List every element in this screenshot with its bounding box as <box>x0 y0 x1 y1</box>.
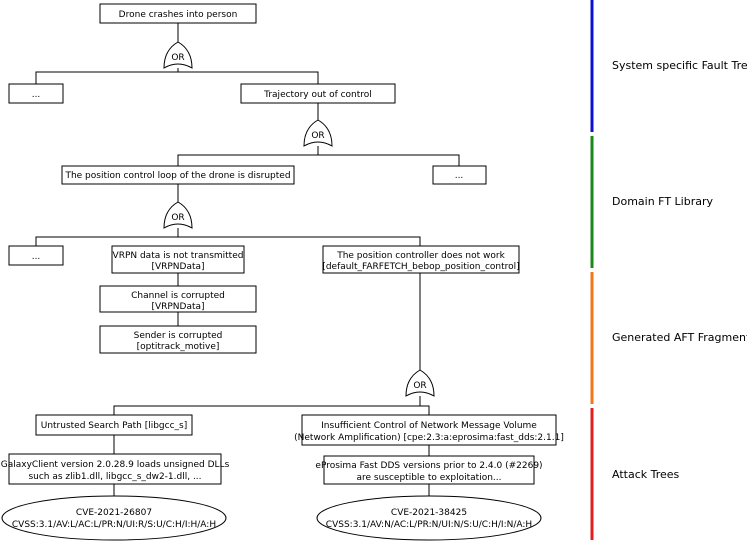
edge-gate1-to-children <box>35 68 319 84</box>
node-text-line1: CVE-2021-38425 <box>391 508 467 518</box>
gate-label: OR <box>171 53 184 63</box>
edge-gate3-to-children <box>35 228 421 246</box>
layer-attack-trees: Attack Trees <box>590 408 680 540</box>
node-vrpn: VRPN data is not transmitted [VRPNData] <box>111 245 245 274</box>
node-text-line2: [default_FARFETCH_bebop_position_control… <box>322 262 519 272</box>
node-cve-2021-38425: CVE-2021-38425 CVSS:3.1/AV:N/AC:L/PR:N/U… <box>316 495 542 541</box>
node-cve-2021-26807: CVE-2021-26807 CVSS:3.1/AV:L/AC:L/PR:N/U… <box>1 495 227 541</box>
layer-domain-ft-library: Domain FT Library <box>590 136 713 268</box>
node-text-line1: GalaxyClient version 2.0.28.9 loads unsi… <box>1 460 230 470</box>
gate-label: OR <box>413 381 426 391</box>
node-text: The position control loop of the drone i… <box>64 171 290 181</box>
node-text-line2: (Network Amplification) [cpe:2.3:a:epros… <box>294 433 564 443</box>
node-text: Untrusted Search Path [libgcc_s] <box>41 421 188 431</box>
or-gate-4: OR <box>405 369 435 397</box>
layer-label: Generated AFT Fragments <box>612 331 747 344</box>
node-domain-placeholder-right: ... <box>432 165 487 185</box>
gate-label: OR <box>171 213 184 223</box>
node-position-loop: The position control loop of the drone i… <box>61 165 295 185</box>
node-sender: Sender is corrupted [optitrack_motive] <box>99 325 257 354</box>
node-eprosima: eProsima Fast DDS versions prior to 2.4.… <box>315 455 543 485</box>
node-drone-crash: Drone crashes into person <box>99 3 257 24</box>
layer-label: Domain FT Library <box>612 195 713 208</box>
node-text-line1: VRPN data is not transmitted <box>113 251 244 261</box>
node-text-line2: CVSS:3.1/AV:N/AC:L/PR:N/UI:N/S:U/C:H/I:N… <box>326 520 532 530</box>
node-text-line2: [VRPNData] <box>151 262 204 272</box>
node-untrusted-path: Untrusted Search Path [libgcc_s] <box>35 414 193 436</box>
or-gate-1: OR <box>163 41 193 69</box>
node-system-placeholder: ... <box>8 83 64 104</box>
node-text-line1: Sender is corrupted <box>134 331 223 341</box>
node-text-line2: are susceptible to exploitation... <box>356 473 501 483</box>
node-text-line1: Channel is corrupted <box>131 291 225 301</box>
node-insufficient-control: Insufficient Control of Network Message … <box>294 414 564 446</box>
gate-label: OR <box>311 131 324 141</box>
node-text-line1: Insufficient Control of Network Message … <box>321 421 537 431</box>
node-channel: Channel is corrupted [VRPNData] <box>99 285 257 313</box>
node-text-line2: [VRPNData] <box>151 302 204 312</box>
or-gate-3: OR <box>163 201 193 229</box>
node-controller: The position controller does not work [d… <box>322 245 520 274</box>
or-gate-symbol <box>163 41 193 69</box>
tree-edges <box>35 23 460 500</box>
edge-gate4-to-children <box>113 396 430 415</box>
node-text: ... <box>455 171 464 181</box>
node-text: ... <box>32 90 41 100</box>
node-text: ... <box>32 252 41 262</box>
node-text: Drone crashes into person <box>119 10 238 20</box>
node-trajectory: Trajectory out of control <box>240 83 396 104</box>
or-gate-symbol <box>303 119 333 147</box>
layer-label: System specific Fault Tree <box>612 59 747 72</box>
node-text-line2: CVSS:3.1/AV:L/AC:L/PR:N/UI:R/S:U/C:H/I:H… <box>12 520 216 530</box>
or-gate-2: OR <box>303 119 333 147</box>
edge-gate2-to-children <box>177 146 460 166</box>
node-text-line1: The position controller does not work <box>336 251 505 261</box>
node-text-line2: such as zlib1.dll, libgcc_s_dw2-1.dll, .… <box>28 472 201 482</box>
layer-label: Attack Trees <box>612 468 680 481</box>
or-gate-symbol <box>163 201 193 229</box>
node-domain-placeholder-left: ... <box>8 245 64 266</box>
layer-system-fault-tree: System specific Fault Tree <box>590 0 747 132</box>
node-text-line1: CVE-2021-26807 <box>76 508 152 518</box>
node-galaxy-client: GalaxyClient version 2.0.28.9 loads unsi… <box>1 453 230 485</box>
node-text: Trajectory out of control <box>263 90 372 100</box>
node-text-line1: eProsima Fast DDS versions prior to 2.4.… <box>315 461 542 471</box>
layer-generated-aft-fragments: Generated AFT Fragments <box>590 272 747 404</box>
or-gate-symbol <box>405 369 435 397</box>
node-text-line2: [optitrack_motive] <box>137 342 220 352</box>
